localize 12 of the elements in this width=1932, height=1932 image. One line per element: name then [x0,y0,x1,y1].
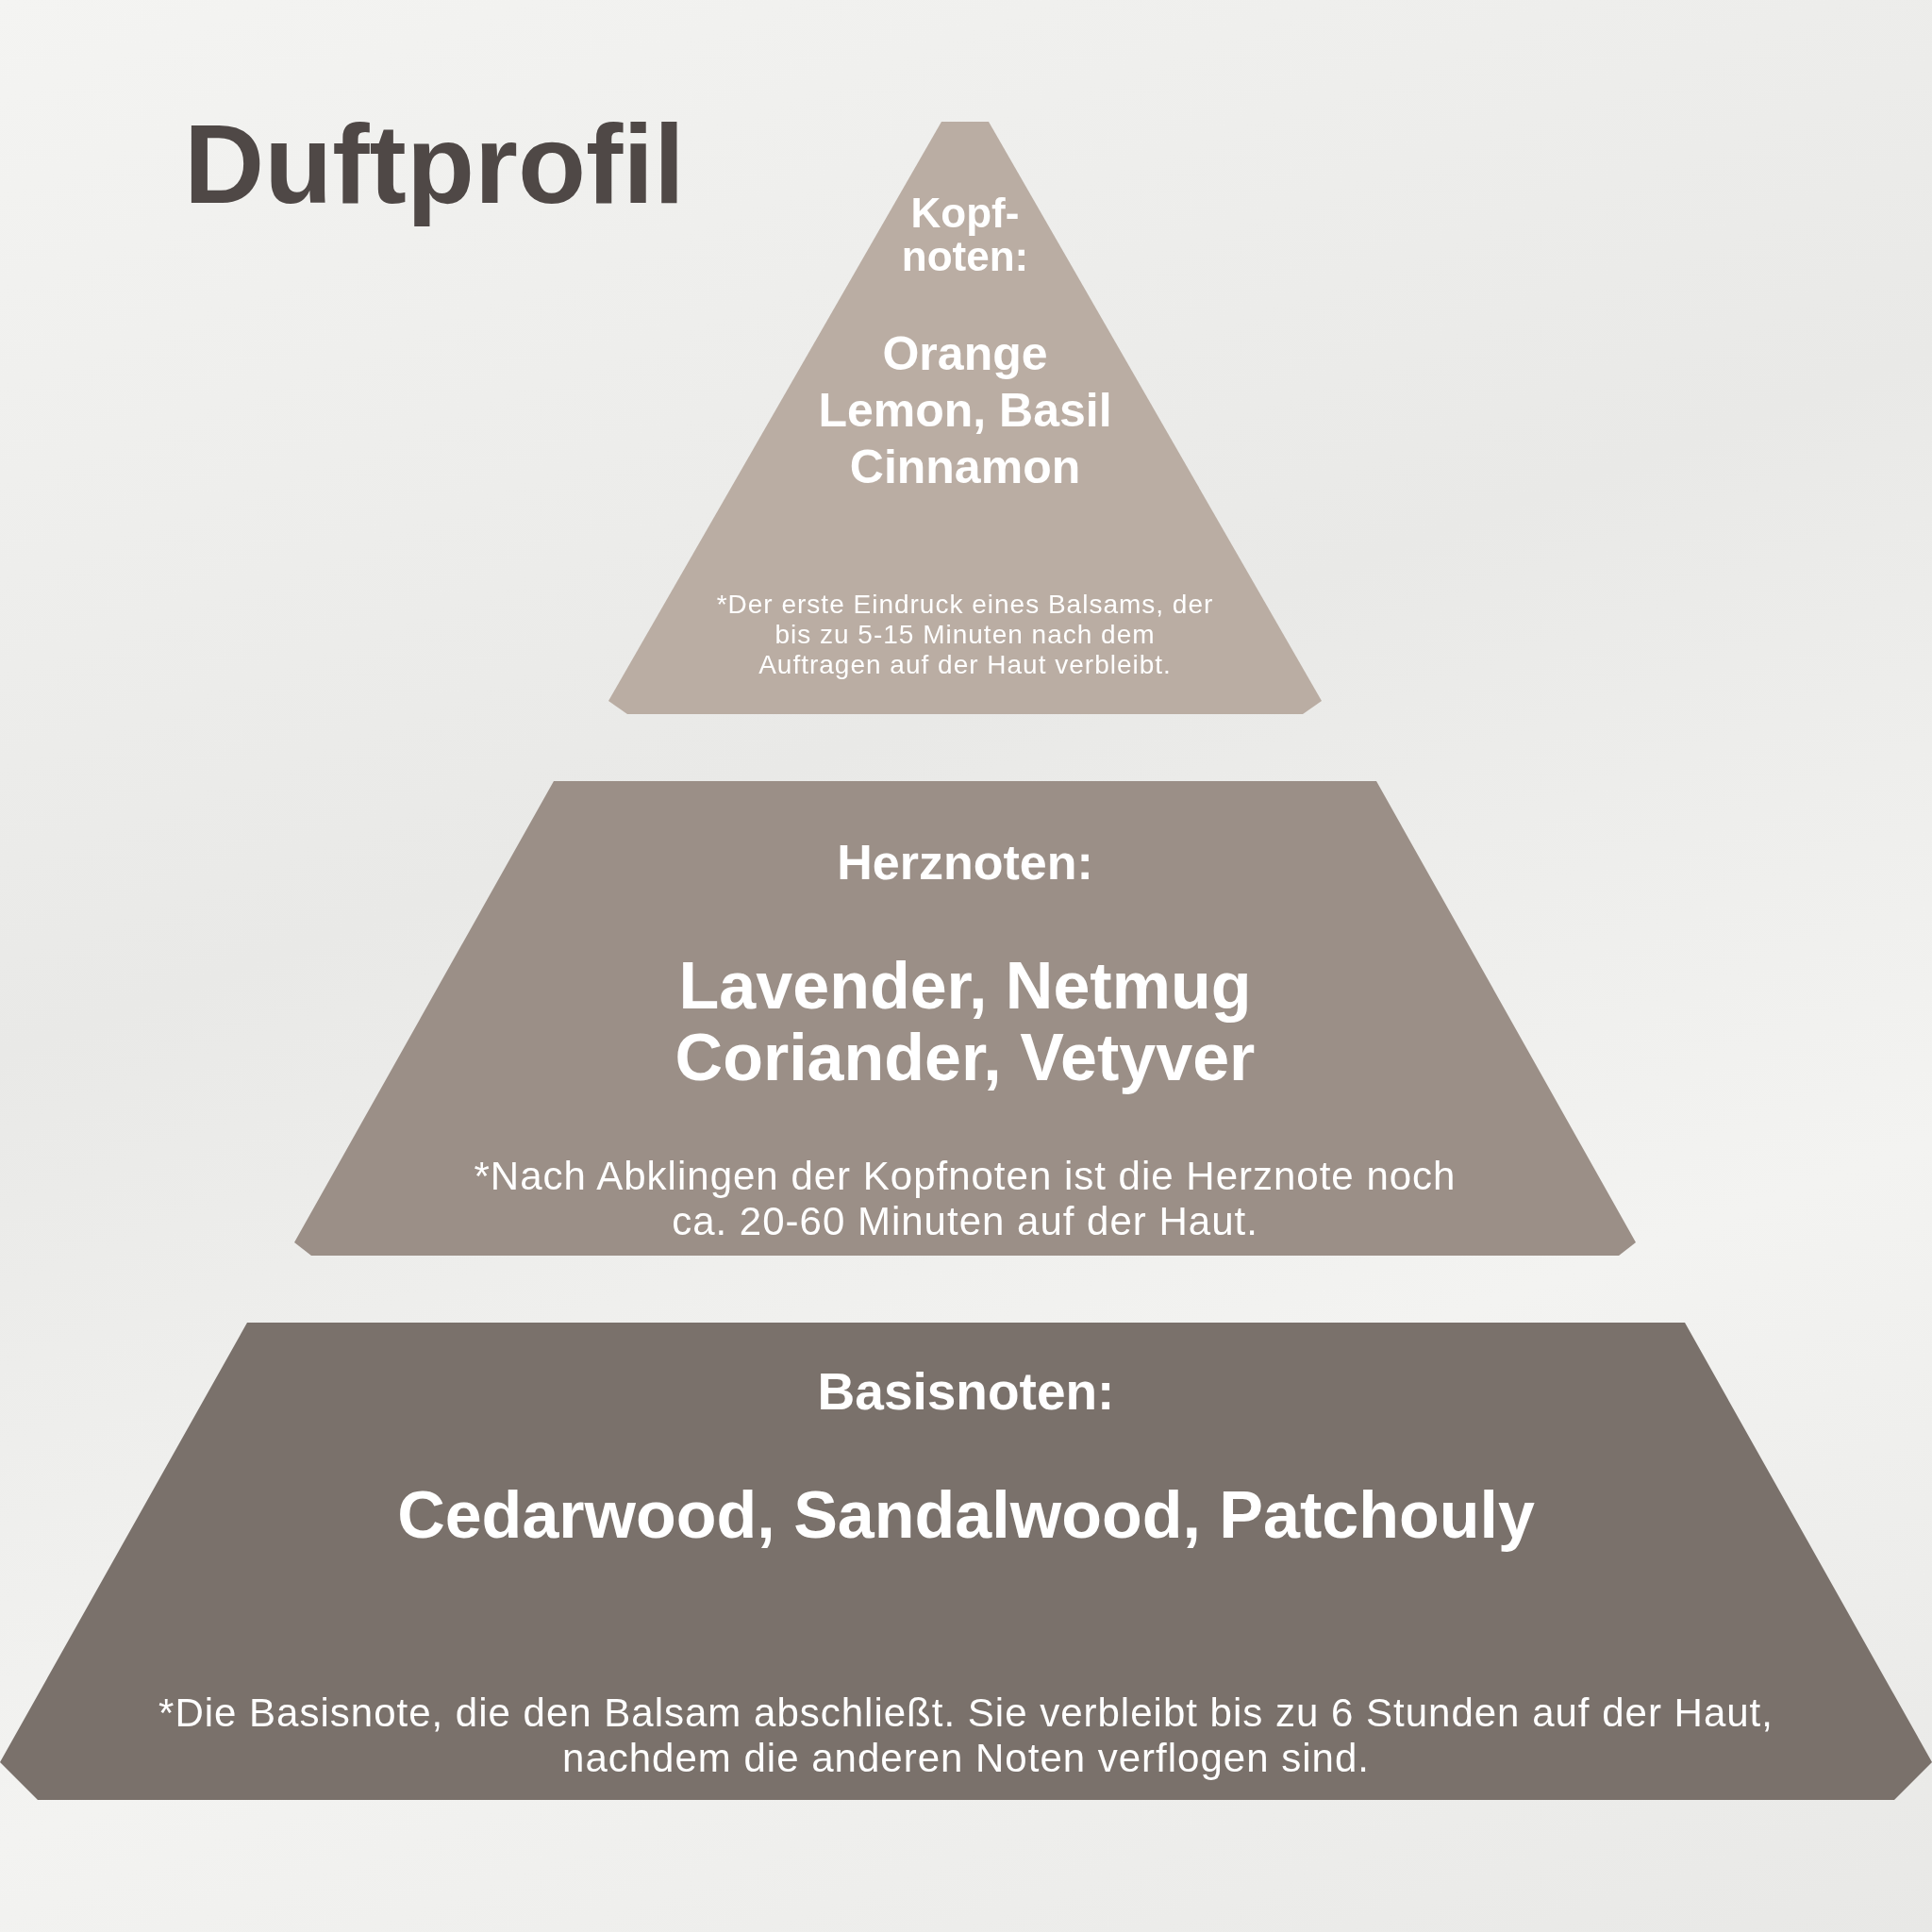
footnote: *Die Basisnote, die den Balsam abschließt. Sie verbleibt bis zu 6 Stunden auf der Haut, nachdem die anderen Noten verflogen sind. [158,1690,1774,1782]
tier-heading: Basisnoten: [816,1361,1116,1423]
tier-heading: Kopf- noten: [900,192,1030,279]
tier-heading: Herznoten: [836,834,1094,891]
note-list: Lavender, Netmug Coriander, Vetyver [607,951,1324,1094]
pyramid-base-tier [0,1323,1932,1800]
pyramid-middle-tier [294,781,1636,1256]
page-title: Duftprofil [184,104,685,226]
footnote: *Der erste Eindruck eines Balsams, der bis zu 5-15 Minuten nach dem Auftragen auf der Haut verbleibt. [715,590,1215,681]
note-list: Cedarwood, Sandalwood, Patchouly [211,1475,1721,1555]
footnote: *Nach Abklingen der Kopfnoten ist die Herznote noch ca. 20-60 Minuten auf der Haut. [473,1154,1457,1245]
note-list: Orange Lemon, Basil Cinnamon [805,325,1125,495]
